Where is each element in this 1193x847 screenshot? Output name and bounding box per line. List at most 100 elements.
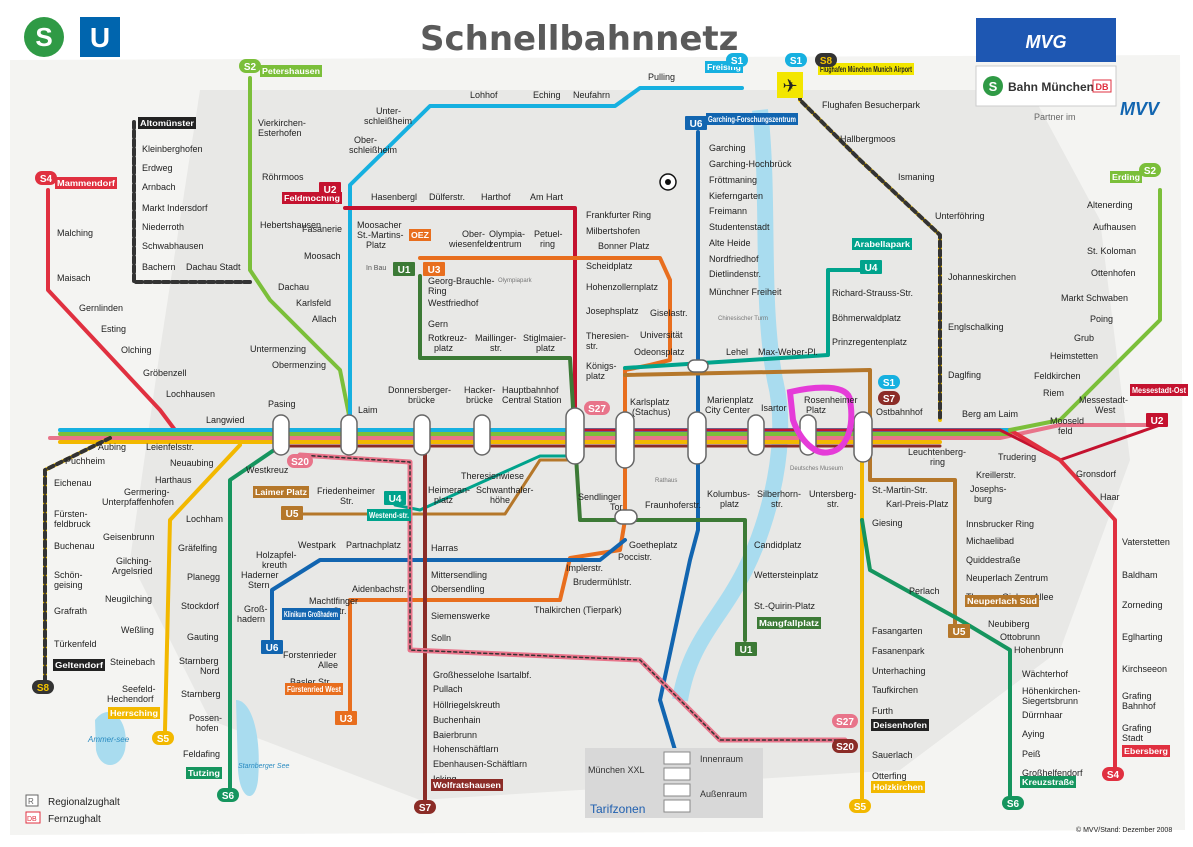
hub-hackerbruecke [473,414,491,456]
station-label: Donnersberger- [388,385,451,395]
station-label: Unter- [376,106,401,116]
station-label: Basler Str. [290,677,332,687]
station-label: Mittersendling [431,570,487,580]
station-label: Giselastr. [650,308,688,318]
badge-u2-messe: U2 [1146,413,1168,427]
station-label: Peiß [1022,749,1041,759]
badge-bg [832,739,858,753]
station-label: Kreillerstr. [976,470,1016,480]
station-label: brücke [408,395,435,405]
terminus-box-bg [409,229,431,241]
station-label: Höhenkirchen- [1022,686,1081,696]
badge-s7-ostbahnhof: S7 [878,391,900,405]
badge-label: U4 [389,494,402,505]
station-label: Studentenstadt [709,222,770,232]
rathaus-label: Rathaus [655,478,677,484]
station-label: Maisach [57,273,91,283]
terminus-t-arabella: Arabellapark [852,238,912,250]
badge-s20-dei: S20 [832,739,858,753]
station-label: platz [434,343,454,353]
mvg-logo-box: MVG S Bahn München DB MVV Partner im [975,18,1161,122]
station-label: Messestadt- [1079,395,1128,405]
station-label: Eglharting [1122,632,1163,642]
station-label: Garching-Hochbrück [709,159,792,169]
station-label: Karlsplatz [630,397,670,407]
station-label: Puchheim [65,456,105,466]
station-label: Fasangarten [872,626,923,636]
badge-label: U6 [266,643,279,654]
airplane-icon: ✈ [777,72,803,98]
station-label: Hohenschäftlarn [433,744,499,754]
terminus-box-bg [260,65,322,77]
station-label: Poccistr. [618,552,652,562]
terminus-t-westend: Westend-str. [367,509,411,521]
station-label: Dachau [278,282,309,292]
terminus-label: Altomünster [140,119,194,128]
line-s4-east [1008,428,1117,772]
tarif-title: Tarifzonen [590,802,645,816]
legend-r-icon: R [28,797,34,806]
terminus-box-bg [53,659,105,671]
station-label: Arnbach [142,182,176,192]
terminus-t-holz: Holzkirchen [871,781,925,793]
station-label: Starnberg [181,689,221,699]
badge-bg [878,375,900,389]
badge-bg [584,401,610,415]
station-label: Wächterhof [1022,669,1069,679]
station-label: Stiglmaier- [523,333,566,343]
station-label: feldbruck [54,519,91,529]
trunk-1 [48,423,1162,440]
station-label: Allee [318,660,338,670]
station-label: Sendlinger [578,492,621,502]
bahn-s-icon: S [989,79,998,94]
station-label: Hohenbrunn [1014,645,1064,655]
terminus-t-mangfall: Mangfallplatz [757,617,821,629]
badge-bg [319,182,341,196]
station-label: Argelsried [112,566,153,576]
badge-label: U2 [1151,416,1164,427]
terminus-label: Flughafen München Munich Airport [820,65,912,74]
station-label: Scheidplatz [586,261,633,271]
partner-text: Partner im [1034,112,1076,122]
station-label: Josephs- [970,484,1007,494]
station-label: Hacker- [464,385,496,395]
station-label: Pasing [268,399,296,409]
station-label: Gräfelfing [178,543,217,553]
station-label: Lochhausen [166,389,215,399]
station-label: Hallbergmoos [840,134,896,144]
station-label: Schwanthaler- [476,485,534,495]
station-label: Petuel- [534,229,563,239]
starnberger-see [236,700,259,797]
station-label: Westkreuz [246,465,289,475]
station-label: Hauptbahnhof [502,385,559,395]
station-label: Marienplatz [707,395,754,405]
station-label: City Center [705,405,750,415]
station-label: Feldkirchen [1034,371,1081,381]
station-label: Josephsplatz [586,306,639,316]
hand-annotation [786,384,855,456]
brand-u-logo: U [80,17,120,57]
terminus-label: Wolfratshausen [433,781,501,790]
hub-karlsplatz [615,411,635,469]
station-label: Nordfriedhof [709,254,759,264]
station-label: Harthaus [155,475,192,485]
station-label: Kieferngarten [709,191,763,201]
badge-s5-herrsch: S5 [152,731,174,745]
terminus-label: Herrsching [110,709,158,718]
legend-db-icon: DB [27,816,37,823]
terminus-label: OEZ [411,231,429,240]
terminus-label: Petershausen [262,67,320,76]
badge-label: S1 [790,56,803,67]
station-label: feld [1058,426,1073,436]
station-label: Leuchtenberg- [908,447,966,457]
station-label: Vierkirchen- [258,118,306,128]
station-label: Geisenbrunn [103,532,155,542]
badge-bg [393,262,415,276]
line-u5-east [623,368,957,632]
station-label: Flughafen Besucherpark [822,100,921,110]
map-title: Schnellbahnnetz [420,19,738,59]
terminus-box-bg [871,781,925,793]
station-label: Fasanenpark [872,646,925,656]
station-label: Poing [1090,314,1113,324]
station-label: West [1095,405,1116,415]
